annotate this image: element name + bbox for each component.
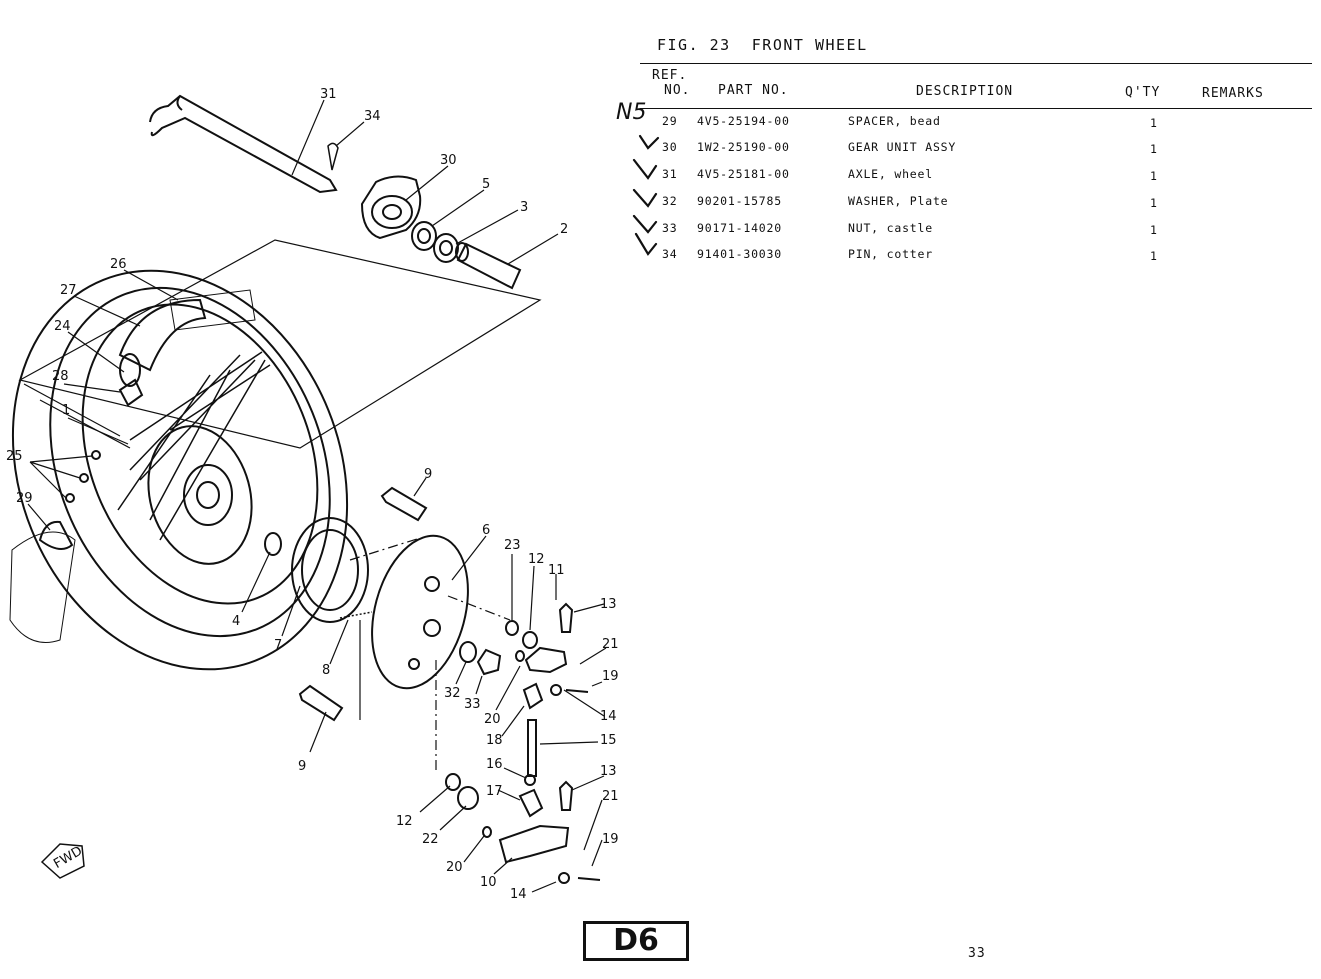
callout-34: 34 <box>364 109 381 124</box>
cell-part-no: 90171-14020 <box>697 221 782 235</box>
callout-5: 5 <box>482 177 490 192</box>
callout-1: 1 <box>62 403 70 418</box>
cell-ref: 34 <box>662 247 678 261</box>
cell-description: GEAR UNIT ASSY <box>848 140 957 154</box>
cell-description: PIN, cotter <box>848 247 933 261</box>
callout-22: 22 <box>422 832 439 847</box>
callout-15: 15 <box>600 733 617 748</box>
callout-6: 6 <box>482 523 490 538</box>
check-marks <box>632 134 660 256</box>
callout-20b: 20 <box>446 860 463 875</box>
callout-19a: 19 <box>602 669 619 684</box>
figure-label: FIG. 23 <box>657 36 731 54</box>
cell-ref: 33 <box>662 221 678 235</box>
cell-ref: 29 <box>662 114 678 128</box>
cell-qty: 1 <box>1150 142 1158 156</box>
page-number: 33 <box>968 946 986 961</box>
callout-21a: 21 <box>602 637 619 652</box>
cell-qty: 1 <box>1150 169 1158 183</box>
callout-9b: 9 <box>298 759 306 774</box>
callout-2: 2 <box>560 222 568 237</box>
callout-11: 11 <box>548 563 565 578</box>
cell-part-no: 90201-15785 <box>697 194 782 208</box>
callout-13b: 13 <box>600 764 617 779</box>
callout-14a: 14 <box>600 709 617 724</box>
callout-30: 30 <box>440 153 457 168</box>
cell-part-no: 91401-30030 <box>697 247 782 261</box>
cell-ref: 31 <box>662 167 678 181</box>
callout-4: 4 <box>232 614 240 629</box>
callout-16: 16 <box>486 757 503 772</box>
cell-qty: 1 <box>1150 249 1158 263</box>
cell-description: NUT, castle <box>848 221 933 235</box>
callout-13a: 13 <box>600 597 617 612</box>
callout-8: 8 <box>322 663 330 678</box>
header-description: DESCRIPTION <box>916 84 1014 99</box>
callout-28: 28 <box>52 369 69 384</box>
callout-18: 18 <box>486 733 503 748</box>
callout-25: 25 <box>6 449 23 464</box>
cell-ref: 30 <box>662 140 678 154</box>
header-remarks: REMARKS <box>1202 86 1264 101</box>
callout-3: 3 <box>520 200 528 215</box>
callout-26: 26 <box>110 257 127 272</box>
table-top-rule <box>640 63 1312 64</box>
callout-31: 31 <box>320 87 337 102</box>
callout-10: 10 <box>480 875 497 890</box>
header-part-no: PART NO. <box>718 83 789 98</box>
cell-part-no: 1W2-25190-00 <box>697 140 790 154</box>
callout-17: 17 <box>486 784 503 799</box>
callout-20a: 20 <box>484 712 501 727</box>
callout-12b: 12 <box>396 814 413 829</box>
figure-name: FRONT WHEEL <box>751 36 868 54</box>
cell-description: SPACER, bead <box>848 114 941 128</box>
callout-29: 29 <box>16 491 33 506</box>
callout-24: 24 <box>54 319 71 334</box>
page-badge: D6 <box>583 921 689 961</box>
callout-7: 7 <box>274 638 282 653</box>
callout-23: 23 <box>504 538 521 553</box>
cell-part-no: 4V5-25181-00 <box>697 167 790 181</box>
cell-description: WASHER, Plate <box>848 194 949 208</box>
cell-part-no: 4V5-25194-00 <box>697 114 790 128</box>
header-ref-line1: REF. <box>652 68 688 83</box>
header-ref-line2: NO. <box>664 83 691 98</box>
callout-12a: 12 <box>528 552 545 567</box>
callout-21b: 21 <box>602 789 619 804</box>
handwritten-annotation: N5 <box>616 100 647 125</box>
callout-19b: 19 <box>602 832 619 847</box>
callout-33: 33 <box>464 697 481 712</box>
callout-27: 27 <box>60 283 77 298</box>
callout-14b: 14 <box>510 887 527 902</box>
cell-ref: 32 <box>662 194 678 208</box>
figure-title: FIG. 23 FRONT WHEEL <box>657 36 868 54</box>
cell-qty: 1 <box>1150 116 1158 130</box>
cell-description: AXLE, wheel <box>848 167 933 181</box>
header-qty: Q'TY <box>1125 85 1161 100</box>
callout-9a: 9 <box>424 467 432 482</box>
cell-qty: 1 <box>1150 196 1158 210</box>
callout-32: 32 <box>444 686 461 701</box>
cell-qty: 1 <box>1150 223 1158 237</box>
header-bottom-rule <box>640 108 1312 109</box>
